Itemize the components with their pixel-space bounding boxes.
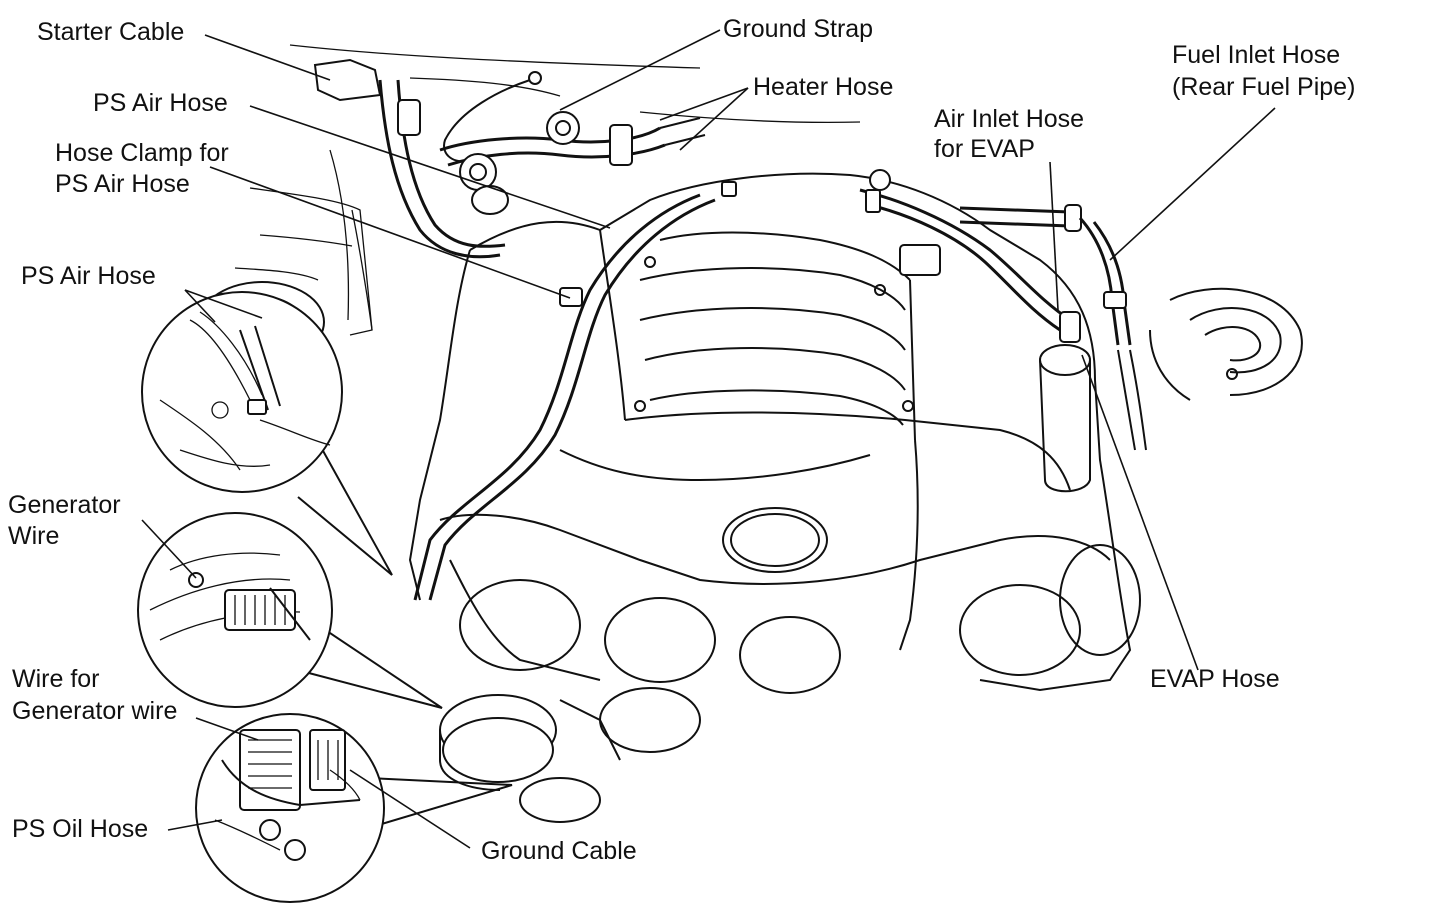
- label-hose-clamp: Hose Clamp for: [55, 139, 229, 167]
- label-ps-oil-hose: PS Oil Hose: [12, 815, 149, 843]
- label-air-inlet-hose: Air Inlet Hose: [934, 105, 1085, 133]
- label-generator-wire: Wire: [8, 522, 60, 550]
- body-outline: [234, 44, 861, 336]
- label-generator: Generator: [8, 491, 121, 519]
- label-heater-hose: Heater Hose: [753, 73, 894, 101]
- label-hose-clamp-ps-air-hose: PS Air Hose: [55, 170, 190, 198]
- right-pulley: [1149, 287, 1303, 401]
- label-for-evap: for EVAP: [934, 135, 1035, 163]
- label-wire-for-generator-wire: Generator wire: [12, 697, 178, 725]
- detail-ps-air-hose: [141, 291, 393, 576]
- label-rear-fuel-pipe: (Rear Fuel Pipe): [1172, 73, 1356, 101]
- label-wire-for: Wire for: [12, 665, 100, 693]
- label-evap-hose: EVAP Hose: [1150, 665, 1280, 693]
- label-ground-cable: Ground Cable: [481, 837, 637, 865]
- engine-block: [408, 172, 1141, 823]
- label-ps-air-hose-top: PS Air Hose: [93, 89, 228, 117]
- label-ground-strap: Ground Strap: [723, 15, 874, 43]
- label-fuel-inlet-hose: Fuel Inlet Hose: [1172, 41, 1341, 69]
- detail-ground-cable: [195, 713, 513, 903]
- detail-generator-wire: [137, 512, 443, 709]
- label-starter-cable: Starter Cable: [37, 18, 185, 46]
- leader-lines: [141, 29, 1276, 849]
- label-ps-air-hose-detail: PS Air Hose: [21, 262, 156, 290]
- hoses: [313, 58, 1147, 601]
